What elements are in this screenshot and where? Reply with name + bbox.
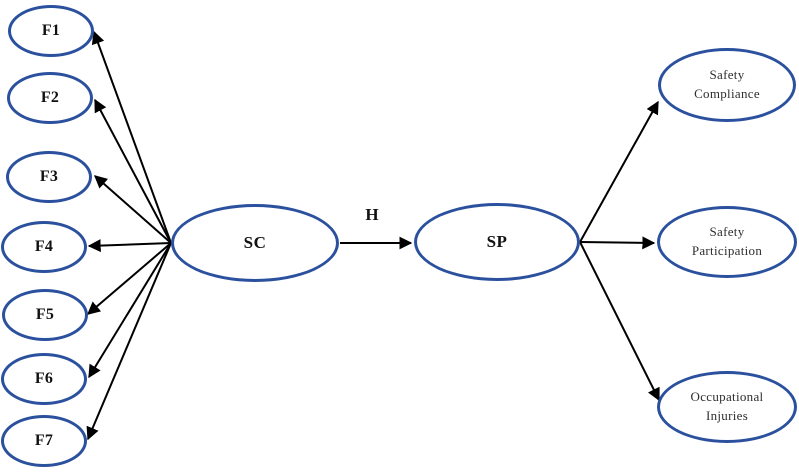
arrow-sc-to-f4	[87, 239, 172, 253]
arrow-sp-to-occupational-injuries	[579, 241, 660, 402]
node-f7: F7	[1, 415, 87, 467]
node-f5: F5	[2, 289, 88, 341]
node-f4: F4	[1, 221, 87, 273]
arrow-sc-to-f6	[88, 242, 172, 379]
node-occupational-injuries: Occupational Injuries	[657, 371, 797, 443]
node-f4-label: F4	[34, 238, 54, 255]
node-f2: F2	[7, 72, 93, 124]
node-sp-label: SP	[486, 232, 508, 251]
node-f2-label: F2	[40, 89, 60, 106]
node-sc-label: SC	[243, 233, 267, 252]
arrow-sc-to-f3	[94, 175, 172, 244]
arrow-sc-to-f5	[87, 242, 172, 315]
node-f6-label: F6	[34, 370, 54, 387]
arrow-sc-to-f1	[91, 30, 172, 244]
arrow-sc-to-f7	[86, 242, 172, 441]
node-safety-compliance: Safety Compliance	[658, 48, 796, 122]
node-occupational-injuries-label: Occupational Injuries	[690, 389, 764, 423]
node-safety-participation: Safety Participation	[657, 206, 797, 278]
edge-label-h: H	[365, 205, 379, 224]
node-safety-participation-label: Safety Participation	[691, 224, 763, 258]
node-safety-compliance-label: Safety Compliance	[694, 67, 760, 101]
node-f1: F1	[8, 5, 94, 57]
node-f1-label: F1	[41, 22, 61, 39]
arrow-sc-to-f2	[94, 98, 172, 244]
node-f5-label: F5	[35, 306, 55, 323]
arrow-sp-to-safety-participation	[579, 236, 656, 250]
node-f3: F3	[6, 151, 92, 203]
arrow-sp-to-safety-compliance	[579, 100, 659, 243]
node-f3-label: F3	[39, 168, 59, 185]
node-f6: F6	[1, 353, 87, 405]
node-sp: SP	[414, 203, 580, 281]
node-f7-label: F7	[34, 432, 54, 449]
node-sc: SC	[171, 204, 339, 282]
